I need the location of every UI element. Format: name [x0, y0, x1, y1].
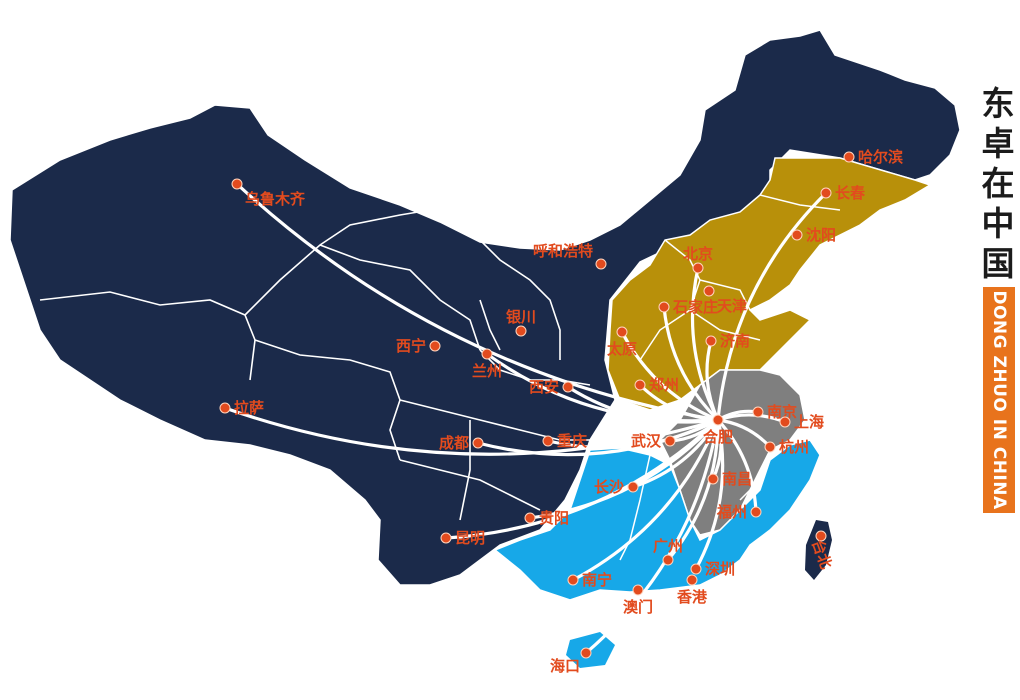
route-urumqi [235, 182, 720, 422]
city-label-zhengzhou: 郑州 [649, 376, 679, 394]
route-changsha [631, 418, 720, 489]
route-jinan [705, 339, 720, 422]
city-label-wuhan: 武汉 [631, 432, 662, 450]
city-marker-lanzhou[interactable] [481, 348, 493, 360]
city-label-haikou: 海口 [550, 657, 580, 675]
city-marker-hefei[interactable] [712, 414, 724, 426]
city-label-changsha: 长沙 [594, 478, 624, 496]
city-marker-zhengzhou[interactable] [634, 379, 646, 391]
city-label-hangzhou: 杭州 [779, 438, 809, 456]
city-marker-guiyang[interactable] [524, 512, 536, 524]
city-marker-chongqing[interactable] [542, 435, 554, 447]
city-label-tianjin: 天津 [717, 297, 747, 315]
city-marker-chengdu[interactable] [472, 437, 484, 449]
city-label-yinchuan: 银川 [506, 308, 536, 326]
route-xian [566, 385, 720, 424]
city-label-nanjing: 南京 [767, 403, 797, 421]
city-label-guangzhou: 广州 [653, 537, 683, 555]
city-marker-kunming[interactable] [440, 532, 452, 544]
title-char: 东 [981, 84, 1015, 123]
title-chinese: 东 卓 在 中 国 [978, 84, 1018, 284]
route-chengdu [476, 418, 720, 457]
city-marker-hongkong[interactable] [686, 574, 698, 586]
city-marker-macau[interactable] [632, 584, 644, 596]
city-marker-changchun[interactable] [820, 187, 832, 199]
city-marker-wuhan[interactable] [664, 435, 676, 447]
city-label-kunming: 昆明 [455, 529, 485, 547]
city-label-chengdu: 成都 [439, 434, 469, 452]
city-label-xian: 西安 [529, 378, 559, 396]
city-label-beijing: 北京 [683, 245, 713, 263]
city-label-nanning: 南宁 [582, 571, 612, 589]
city-label-xining: 西宁 [396, 337, 426, 355]
city-marker-jinan[interactable] [705, 335, 717, 347]
city-label-hongkong: 香港 [677, 588, 708, 606]
city-marker-lhasa[interactable] [219, 402, 231, 414]
region-gold [607, 157, 932, 411]
city-marker-harbin[interactable] [843, 151, 855, 163]
title-char: 中 [981, 204, 1015, 243]
route-lines [223, 182, 828, 655]
city-marker-shanghai[interactable] [779, 416, 791, 428]
city-label-changchun: 长春 [835, 184, 865, 202]
city-marker-fuzhou[interactable] [750, 506, 762, 518]
route-fuzhou [716, 418, 758, 514]
city-marker-haikou[interactable] [580, 647, 592, 659]
route-lhasa [223, 406, 720, 456]
city-label-hefei: 合肥 [702, 428, 733, 446]
route-changchun [716, 191, 828, 422]
city-label-lhasa: 拉萨 [234, 399, 264, 417]
city-marker-shenzhen[interactable] [690, 563, 702, 575]
route-haikou [584, 418, 720, 655]
city-marker-hangzhou[interactable] [764, 441, 776, 453]
city-marker-xian[interactable] [562, 381, 574, 393]
city-label-shenyang: 沈阳 [806, 226, 836, 244]
route-shijiazhuang [662, 305, 720, 422]
city-marker-changsha[interactable] [627, 481, 639, 493]
city-marker-nanchang[interactable] [707, 473, 719, 485]
city-label-taiyuan: 太原 [607, 340, 637, 358]
city-marker-shijiazhuang[interactable] [658, 301, 670, 313]
city-label-macau: 澳门 [623, 598, 653, 616]
city-marker-taipei[interactable] [815, 530, 827, 542]
city-label-urumqi: 乌鲁木齐 [245, 190, 306, 208]
route-guangzhou [666, 418, 720, 562]
city-label-guiyang: 贵阳 [539, 509, 569, 527]
city-label-jinan: 济南 [720, 332, 750, 350]
city-marker-beijing[interactable] [692, 262, 704, 274]
city-marker-taiyuan[interactable] [616, 326, 628, 338]
city-marker-hohhot[interactable] [595, 258, 607, 270]
region-blue [493, 439, 821, 601]
subtitle-banner: DONG ZHUO IN CHINA [983, 287, 1015, 513]
city-label-shanghai: 上海 [794, 413, 824, 431]
city-marker-xining[interactable] [429, 340, 441, 352]
city-marker-tianjin[interactable] [703, 285, 715, 297]
city-label-fuzhou: 福州 [716, 503, 747, 521]
city-label-hohhot: 呼和浩特 [533, 242, 593, 260]
city-label-nanchang: 南昌 [722, 470, 752, 488]
route-taiyuan [620, 330, 720, 422]
city-label-shijiazhuang: 石家庄 [672, 298, 718, 316]
city-label-lanzhou: 兰州 [472, 362, 502, 380]
route-nanning [571, 418, 720, 582]
route-zhengzhou [638, 383, 720, 422]
title-char: 卓 [981, 124, 1015, 163]
city-marker-yinchuan[interactable] [515, 325, 527, 337]
city-marker-nanjing[interactable] [752, 406, 764, 418]
city-marker-guangzhou[interactable] [662, 554, 674, 566]
subtitle-text: DONG ZHUO IN CHINA [989, 290, 1009, 510]
city-label-chongqing: 重庆 [557, 432, 587, 450]
city-label-shenzhen: 深圳 [705, 560, 735, 578]
title-char: 国 [981, 244, 1015, 283]
route-shenzhen [694, 418, 725, 571]
city-marker-shenyang[interactable] [791, 229, 803, 241]
region-dark-landmass [9, 29, 961, 586]
city-marker-nanning[interactable] [567, 574, 579, 586]
city-label-harbin: 哈尔滨 [858, 148, 903, 166]
title-char: 在 [981, 164, 1015, 203]
city-marker-urumqi[interactable] [231, 178, 243, 190]
